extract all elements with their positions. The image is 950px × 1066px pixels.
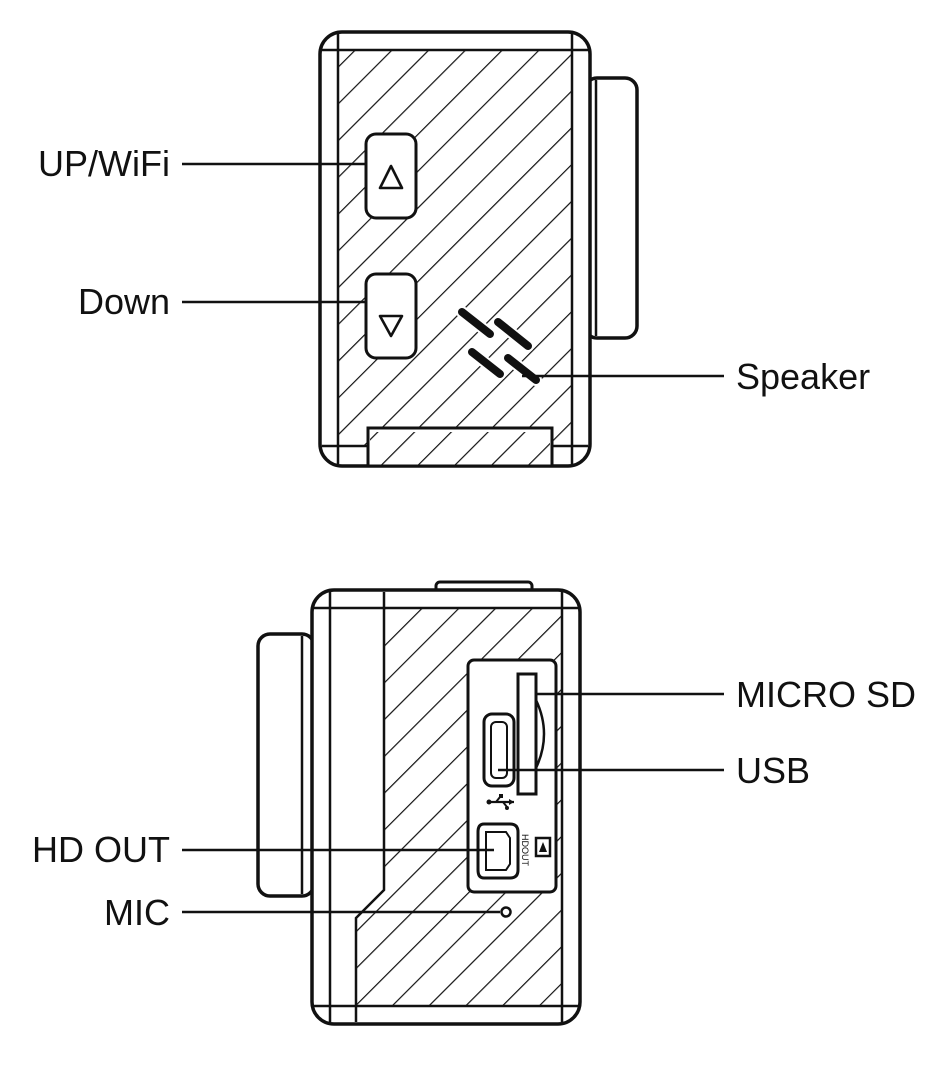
sd-card-edge [534, 699, 546, 769]
hd-out-port[interactable] [476, 822, 520, 880]
camera-top-view: UP/WiFi Down Speaker [38, 30, 870, 468]
camera-bottom-view: HDOUT MICRO SD USB HD OUT MIC [32, 580, 916, 1026]
hatched-surface [338, 50, 572, 446]
label-mic: MIC [104, 892, 170, 933]
hd-out-marking: HDOUT [520, 834, 530, 866]
down-triangle-icon [378, 314, 404, 338]
label-speaker: Speaker [736, 356, 870, 397]
side-bump-right [583, 76, 639, 340]
side-bump-left [256, 632, 316, 898]
label-micro-sd: MICRO SD [736, 674, 916, 715]
mic-hole [500, 906, 512, 918]
micro-sd-slot[interactable] [516, 672, 538, 796]
label-hd-out: HD OUT [32, 829, 170, 870]
label-down: Down [78, 281, 170, 322]
label-usb: USB [736, 750, 810, 791]
hdmi-icon [534, 836, 552, 858]
usb-icon [486, 794, 514, 810]
label-up-wifi: UP/WiFi [38, 143, 170, 184]
usb-port[interactable] [482, 712, 516, 788]
up-triangle-icon [378, 164, 404, 190]
up-button[interactable] [364, 132, 418, 220]
